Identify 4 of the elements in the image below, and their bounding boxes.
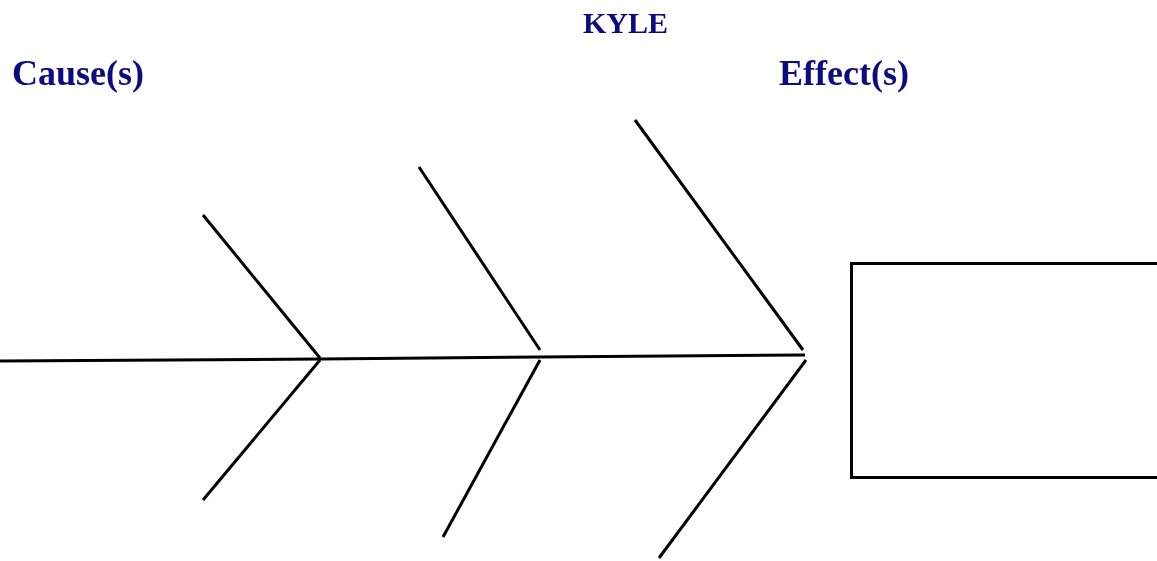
label-text: Cause(s): [12, 52, 144, 94]
label-text: Effect(s): [779, 52, 909, 94]
title: KYLE: [583, 6, 669, 40]
effect-box: [850, 262, 1157, 479]
